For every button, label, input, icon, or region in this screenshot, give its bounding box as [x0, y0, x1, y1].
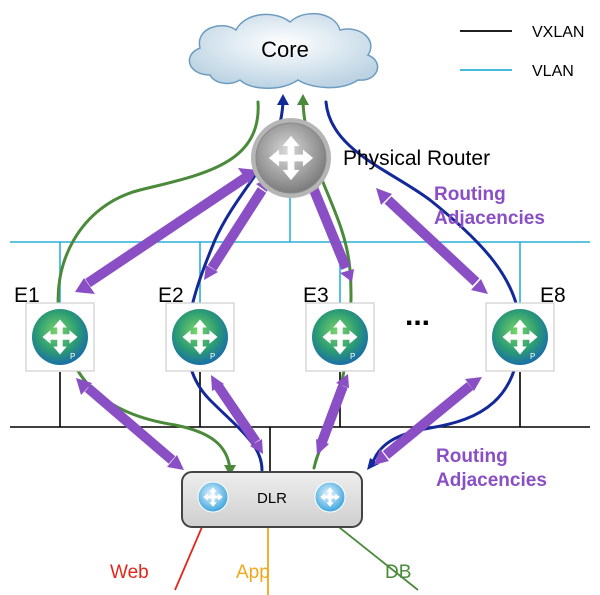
core-label: Core	[261, 37, 309, 62]
edge-router-icon-e2: P	[165, 302, 235, 372]
edge-router-icon-e1: P	[25, 302, 95, 372]
adjacency-top-line1: Routing	[434, 184, 506, 205]
green-arrowheads	[224, 94, 309, 476]
edge-label-e2: E2	[158, 284, 184, 307]
router-label: Physical Router	[343, 147, 490, 170]
adjacency-top-line2: Adjacencies	[434, 208, 545, 229]
legend-vlan-label: VLAN	[532, 63, 574, 80]
edge-label-e8: E8	[540, 284, 566, 307]
legend-vxlan-label: VXLAN	[532, 24, 584, 41]
web-label: Web	[110, 562, 149, 583]
adjacency-bottom-line1: Routing	[436, 446, 508, 467]
vlan-network	[10, 193, 590, 305]
physical-router-icon	[251, 118, 331, 198]
db-label: DB	[385, 562, 411, 583]
dlr-box: DLR	[181, 471, 363, 528]
blue-arrowheads	[277, 94, 379, 470]
svg-text:P: P	[70, 352, 75, 361]
svg-text:P: P	[210, 352, 215, 361]
adjacency-bottom-line2: Adjacencies	[436, 470, 547, 491]
dlr-router-icon-left	[197, 481, 229, 513]
svg-text:P: P	[350, 352, 355, 361]
web-segment-line	[174, 519, 206, 591]
legend: VXLAN VLAN	[460, 24, 584, 80]
svg-text:P: P	[530, 352, 535, 361]
ellipsis: ...	[405, 299, 430, 332]
db-segment-line	[329, 519, 419, 591]
routing-adjacency-arrows	[75, 168, 488, 470]
edge-router-icon-e3: P	[305, 302, 375, 372]
dlr-label: DLR	[257, 490, 287, 507]
edge-label-e1: E1	[14, 284, 40, 307]
edge-label-e3: E3	[303, 284, 329, 307]
core-cloud: Core	[188, 12, 379, 89]
app-label: App	[236, 562, 270, 583]
segment-lines	[174, 519, 419, 595]
dlr-router-icon-right	[314, 481, 346, 513]
edge-router-icon-e8: P	[485, 302, 555, 372]
